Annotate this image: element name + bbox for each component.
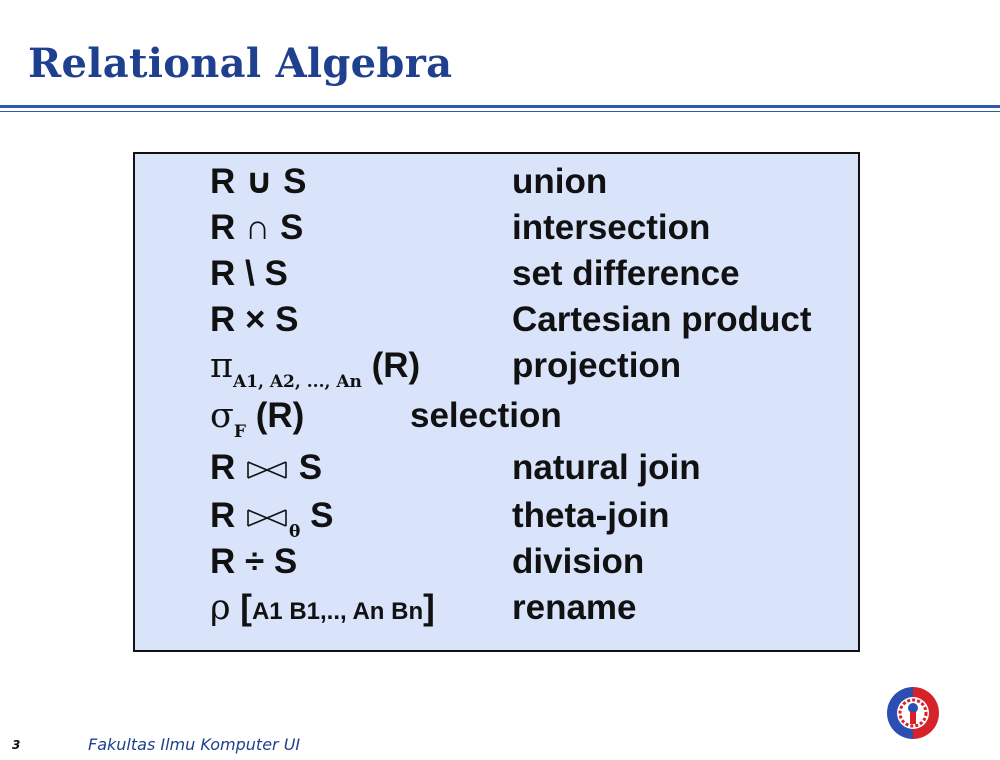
rename-open-bracket: [ [230,588,252,627]
page-title: Relational Algebra [28,40,453,87]
university-logo-icon [886,686,940,740]
title-rule-thick [0,105,1000,108]
rename-arguments: A1 B1,.., An Bn [251,598,424,625]
operations-box: R ∪ S union R ∩ S intersection R \ S set… [133,152,860,652]
operation-name: intersection [512,208,711,247]
operation-expression: R × S [210,300,299,339]
operation-row-theta-join: R θ S theta-join [135,494,858,542]
operation-expression: R ÷ S [210,542,298,581]
operation-name: set difference [512,254,740,293]
operation-name: natural join [512,448,701,487]
operation-row-union: R ∪ S union [135,160,858,204]
operation-expression: ρ [A1 B1,.., An Bn] [210,586,435,634]
theta-subscript: θ [289,522,301,542]
operation-row-rename: ρ [A1 B1,.., An Bn] rename [135,586,858,630]
operation-expression: R θ S [210,494,333,554]
join-right-operand: S [298,448,323,487]
operation-name: Cartesian product [512,300,812,339]
join-left-operand: R [210,496,236,535]
operation-name: division [512,542,645,581]
operation-row-cartesian-product: R × S Cartesian product [135,298,858,342]
operation-expression: R \ S [210,254,288,293]
operation-name: theta-join [512,496,670,535]
operation-name: union [512,162,608,201]
rho-symbol: ρ [210,588,231,628]
operation-name: selection [410,396,562,435]
join-left-operand: R [210,448,236,487]
title-rule-thin [0,111,1000,112]
pi-symbol: π [210,346,234,386]
operation-row-projection: πA1, A2, ..., An (R) projection [135,344,858,392]
rename-close-bracket: ] [423,588,435,627]
operation-name: projection [512,346,682,385]
operation-row-intersection: R ∩ S intersection [135,206,858,250]
operation-expression: σF (R) [210,394,304,454]
operation-expression: R S [210,446,322,490]
slide-number: 3 [12,738,21,752]
operation-expression: R ∪ S [210,162,307,201]
operation-expression: R ∩ S [210,208,304,247]
theta-join-icon [247,509,287,527]
operation-expression: πA1, A2, ..., An (R) [210,344,420,404]
selection-argument: (R) [245,396,305,435]
projection-argument: (R) [361,346,421,385]
operation-row-set-difference: R \ S set difference [135,252,858,296]
operation-row-natural-join: R S natural join [135,446,858,490]
operation-row-division: R ÷ S division [135,540,858,584]
selection-subscript: F [233,422,246,442]
operation-name: rename [512,588,637,627]
natural-join-icon [247,461,287,479]
join-right-operand: S [310,496,334,535]
footer-institution: Fakultas Ilmu Komputer UI [88,735,301,754]
sigma-symbol: σ [210,396,234,436]
operation-row-selection: σF (R) selection [135,394,858,442]
projection-subscript: A1, A2, ..., An [233,372,362,392]
